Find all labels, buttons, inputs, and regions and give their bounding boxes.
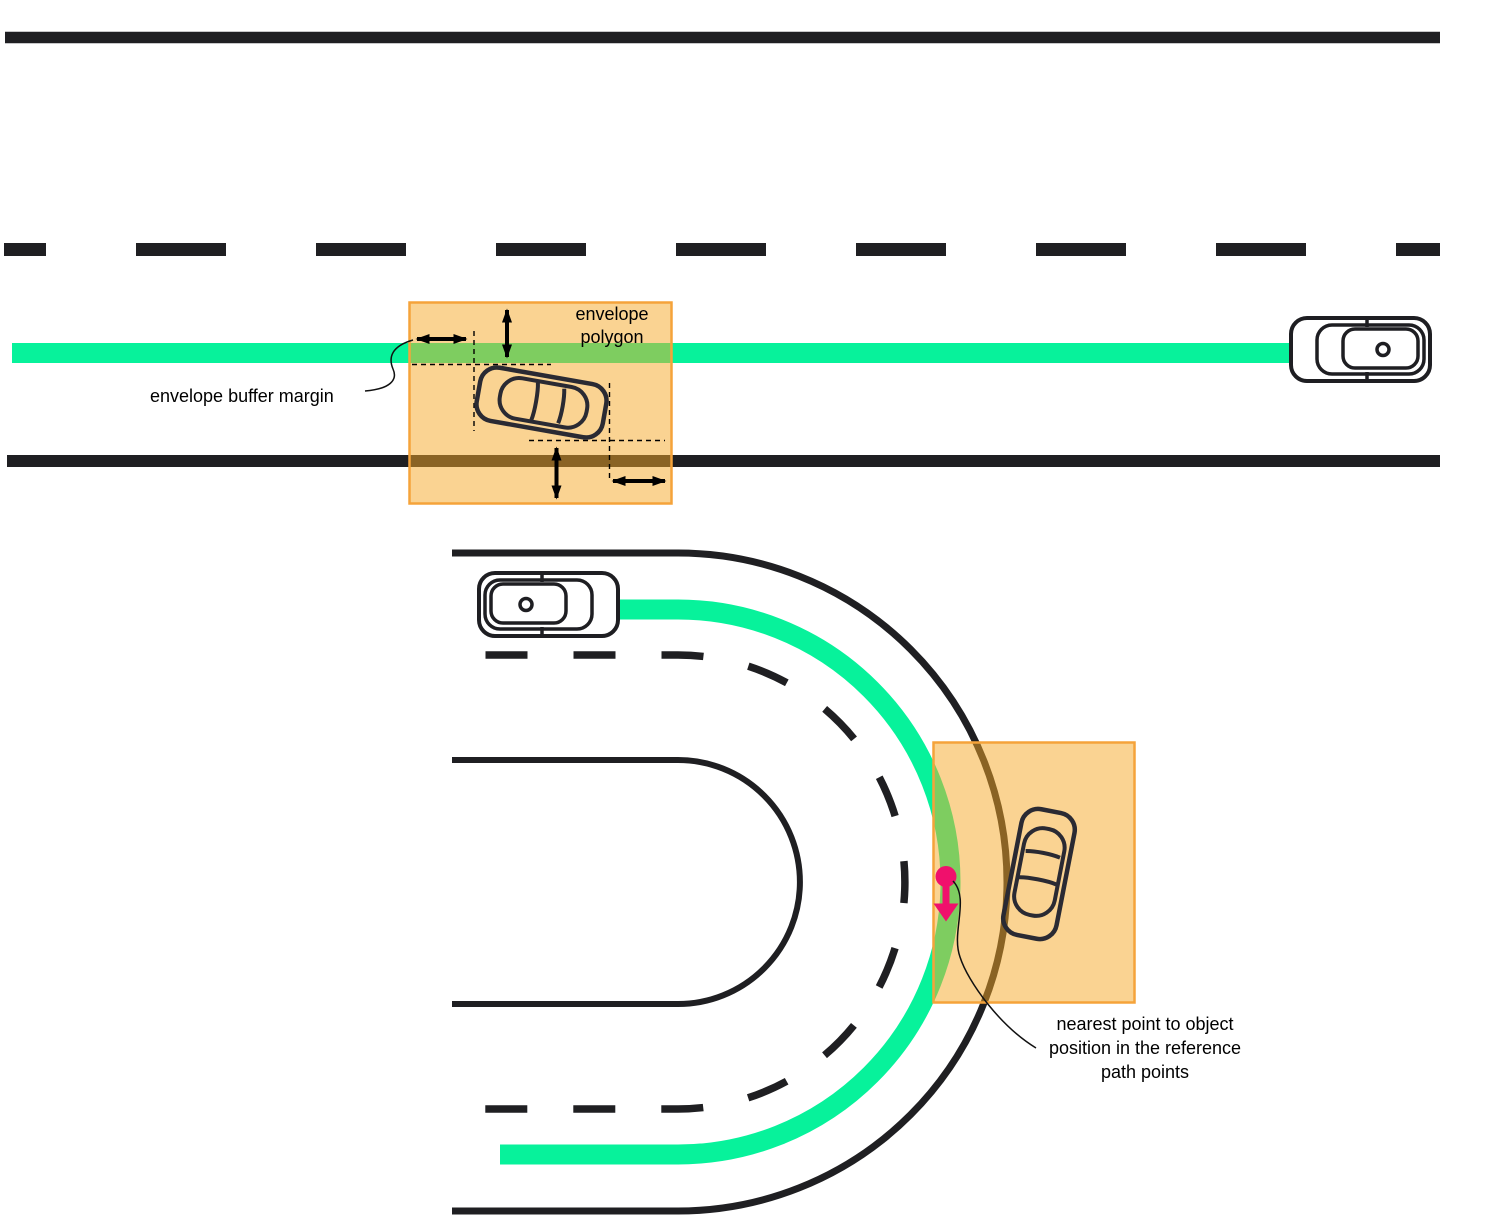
nearest-point-label-line1: nearest point to object	[1056, 1014, 1234, 1034]
ego-vehicle-left-icon	[477, 571, 620, 638]
curved-road-section	[452, 549, 1136, 1215]
reference-path-curved	[500, 599, 961, 1165]
ego-vehicle-right-icon	[1289, 316, 1432, 383]
envelope-polygon-rect-bottom	[932, 741, 1136, 1004]
curve-lane-divider-dashed	[452, 651, 909, 1113]
envelope-polygon-label-line1: envelope	[575, 304, 649, 324]
nearest-point-label-line2: position in the reference	[1048, 1038, 1242, 1058]
curve-road-edge-outer	[452, 549, 1011, 1215]
curve-road-edge-inner	[452, 757, 803, 1007]
nearest-point-label-line3: path points	[1100, 1062, 1190, 1082]
nearest-point-marker-icon	[933, 866, 959, 922]
buffer-margin-leader-line	[364, 339, 414, 392]
envelope-polygon-label-line2: polygon	[580, 327, 644, 347]
envelope-polygon-label: envelope polygon	[547, 303, 677, 349]
nearest-point-label: nearest point to object position in the …	[1020, 1012, 1270, 1084]
envelope-buffer-margin-label: envelope buffer margin	[150, 386, 334, 406]
straight-road-section	[4, 31, 1440, 505]
nearest-point-leader-line	[952, 880, 1037, 1049]
